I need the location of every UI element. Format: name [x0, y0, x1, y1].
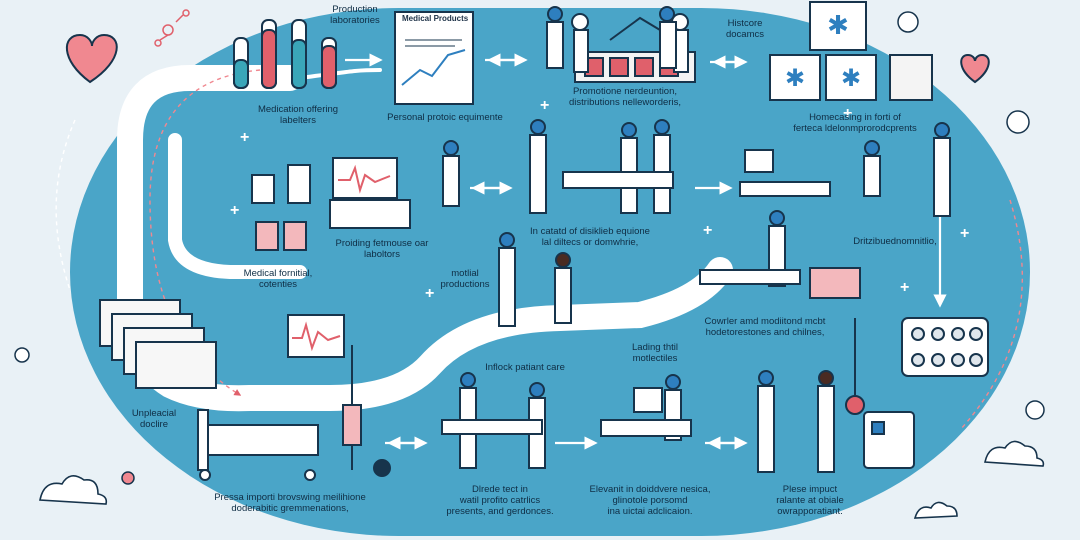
syringe-icon — [845, 318, 865, 415]
hospital-bed-icon — [197, 409, 319, 481]
label-unpeacial: Unpleacial doclire — [131, 408, 177, 430]
svg-text:+: + — [900, 279, 909, 296]
iv-stand-icon — [342, 345, 391, 477]
pill-bottles-icon — [251, 164, 311, 251]
label-production-labs: Production laboratories — [330, 4, 380, 26]
label-historic-doctors: Histcore docamcs — [725, 18, 764, 40]
label-medical-productions: motlial productions — [440, 268, 490, 290]
label-in-catalog: In catatd of disiklieb equione lal dilte… — [530, 226, 650, 248]
tablet-report-icon — [863, 411, 915, 469]
molecule-icon — [154, 9, 190, 47]
svg-text:+: + — [240, 129, 249, 146]
label-counter-medical: Cowrler amd modiitond mcbt hodetorestone… — [704, 316, 826, 338]
svg-text:✱: ✱ — [841, 65, 861, 92]
svg-text:✱: ✱ — [827, 10, 849, 40]
label-medical-products: Medical Products — [402, 14, 469, 23]
label-loading-medical: Lading thtil motlectiles — [632, 342, 678, 364]
svg-text:+: + — [540, 97, 549, 114]
label-press-import: Pressa importi brovswing meilihione dode… — [214, 492, 366, 514]
label-homecasing: Homecasing in forti of ferteca ldelonmpr… — [793, 112, 917, 134]
label-promotions: Promotione nerdeuntion, distributions ne… — [569, 86, 681, 108]
label-personal-protective: Personal protoic equimente — [387, 112, 503, 123]
label-elevant: Elevanit in doiddvere nesica, glinotole … — [589, 484, 711, 517]
decor-circles — [14, 11, 1045, 485]
svg-text:+: + — [960, 225, 969, 242]
test-tubes-icon — [233, 19, 337, 89]
lab-desks — [441, 149, 861, 437]
cloud-icons — [39, 440, 1045, 519]
svg-text:+: + — [230, 202, 239, 219]
medical-staff-figures — [442, 6, 951, 473]
svg-text:✱: ✱ — [785, 65, 805, 92]
heart-icon — [65, 33, 990, 84]
svg-text:+: + — [703, 222, 712, 239]
label-dlude-tect: Dlrede tect in watil profito catrlics pr… — [446, 484, 554, 517]
label-inflock-patient: Inflock patiant care — [485, 362, 565, 373]
label-distribution-domnt: Dritzibuednomnitlio, — [853, 236, 937, 247]
ecg-monitor-icon — [287, 157, 411, 358]
label-medication-offering: Medication offering labelters — [257, 104, 339, 126]
label-medical-families: Medical fornitial, cotenties — [243, 268, 313, 290]
patient-folders-icon — [99, 299, 217, 389]
label-plese-impact: Plese impuct ralante at obiale owrappora… — [776, 484, 844, 517]
report-document-icon — [394, 11, 474, 105]
pill-blister-icon — [901, 317, 989, 377]
svg-text:+: + — [425, 285, 434, 302]
medical-boxes-icon: ✱ ✱ ✱ — [769, 1, 933, 101]
svg-text:+: + — [843, 105, 852, 122]
plus-marks: + + + + + + + + — [230, 97, 969, 302]
label-proiding: Proiding fetmouse oar laboltors — [335, 238, 429, 260]
